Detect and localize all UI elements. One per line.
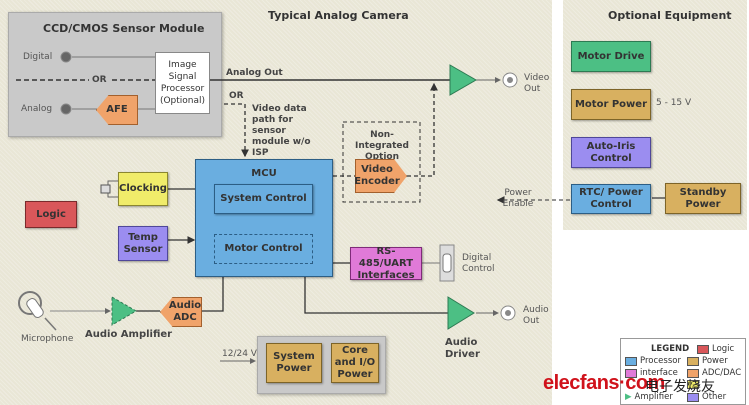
- power-enable-label: Power Enable: [502, 188, 534, 209]
- microphone-body: [26, 298, 44, 318]
- rs485-block[interactable]: RS-485/UART Interfaces: [350, 246, 422, 281]
- crystal-icon: [100, 184, 111, 194]
- temp-sensor-block[interactable]: Temp Sensor: [118, 226, 168, 261]
- video-out-label: Video Out: [524, 73, 550, 94]
- legend-swatch-rf: [687, 380, 699, 389]
- motor-voltage-label: 5 - 15 V: [656, 98, 692, 108]
- wire-audio-adc: [202, 277, 224, 312]
- or-label: OR: [229, 91, 244, 101]
- mcu-label: MCU: [251, 168, 277, 179]
- legend-item-logic: Logic: [697, 344, 734, 354]
- video-data-path-label: Video data path for sensor module w/o IS…: [252, 104, 311, 158]
- clocking-block[interactable]: Clocking: [118, 172, 168, 206]
- sensor-module-title: CCD/CMOS Sensor Module: [43, 22, 205, 35]
- legend-amplifier-triangle-icon: ▶: [625, 392, 632, 402]
- audio-amplifier-label: Audio Amplifier: [85, 329, 173, 340]
- legend-label-interface: interface: [640, 368, 678, 378]
- video-out-jack-center: [507, 77, 513, 83]
- wire-audio-driver: [304, 277, 448, 314]
- legend-title-text: LEGEND: [651, 344, 690, 354]
- system-control-block[interactable]: System Control: [214, 184, 313, 214]
- legend-item-power: Power: [687, 356, 728, 366]
- legend: LEGEND Logic Processor Power interface A…: [620, 338, 746, 405]
- legend-label-adc: ADC/DAC: [702, 368, 742, 378]
- voltage-in-label: 12/24 V: [222, 349, 257, 359]
- legend-label-amplifier: Amplifier: [634, 392, 673, 402]
- digital-label: Digital: [23, 52, 53, 62]
- audio-out-label: Audio Out: [523, 305, 549, 326]
- audio-out-jack-center: [505, 310, 511, 316]
- legend-label-power: Power: [702, 356, 728, 366]
- audio-driver-label: Audio Driver: [445, 337, 480, 360]
- wire-video-data-path: [224, 103, 249, 158]
- analog-out-label: Analog Out: [226, 68, 283, 78]
- digital-jack-icon: [60, 51, 72, 63]
- digital-control-label: Digital Control: [462, 253, 495, 274]
- analog-jack-icon: [60, 103, 72, 115]
- motor-drive-block[interactable]: Motor Drive: [571, 41, 651, 72]
- wire-encoder-out: [407, 82, 438, 177]
- legend-item-interface: interface: [625, 368, 678, 378]
- microphone-cable: [44, 317, 57, 331]
- legend-title: LEGEND: [651, 344, 689, 354]
- legend-item-amplifier: ▶Amplifier: [625, 392, 673, 402]
- motor-control-block[interactable]: Motor Control: [214, 234, 313, 264]
- core-io-power-block[interactable]: Core and I/O Power: [331, 343, 379, 383]
- legend-label-processor: Processor: [640, 356, 681, 366]
- standby-power-block[interactable]: Standby Power: [665, 183, 741, 214]
- db9-connector-port: [442, 253, 452, 273]
- legend-item-other: Other: [687, 392, 726, 402]
- system-power-block[interactable]: System Power: [266, 343, 322, 383]
- motor-power-block[interactable]: Motor Power: [571, 89, 651, 120]
- auto-iris-block[interactable]: Auto-Iris Control: [571, 137, 651, 168]
- non-integrated-option-box: [342, 121, 421, 203]
- legend-item-rf: [687, 380, 699, 389]
- main-panel-title: Typical Analog Camera: [268, 9, 409, 22]
- optional-equipment-title: Optional Equipment: [608, 9, 732, 22]
- audio-amplifier-icon: [111, 296, 137, 326]
- microphone-label: Microphone: [21, 334, 74, 344]
- audio-driver-icon: [447, 296, 475, 330]
- legend-swatch-power: [687, 356, 699, 366]
- video-amplifier-icon: [449, 64, 478, 96]
- legend-item-processor: Processor: [625, 356, 681, 366]
- analog-label: Analog: [21, 104, 53, 114]
- legend-swatch-interface: [625, 368, 637, 378]
- logic-block[interactable]: Logic: [25, 201, 77, 228]
- microphone-icon: [18, 291, 42, 315]
- legend-swatch-adc: [687, 368, 699, 378]
- legend-label-other: Other: [702, 392, 727, 402]
- rtc-power-control-block[interactable]: RTC/ Power Control: [571, 184, 651, 214]
- watermark-chinese: 电子发烧友: [645, 379, 715, 395]
- legend-swatch-other: [687, 392, 699, 402]
- non-integrated-option-label: Non-Integrated Option: [355, 130, 409, 162]
- isp-block[interactable]: Image Signal Processor (Optional): [155, 52, 210, 114]
- sensor-or-label: OR: [89, 75, 110, 86]
- legend-swatch-processor: [625, 356, 637, 366]
- legend-item-adc: ADC/DAC: [687, 368, 741, 378]
- legend-label-logic: Logic: [712, 344, 735, 354]
- watermark-logo: elecfans·com: [543, 372, 665, 394]
- legend-swatch-logic: [697, 344, 709, 354]
